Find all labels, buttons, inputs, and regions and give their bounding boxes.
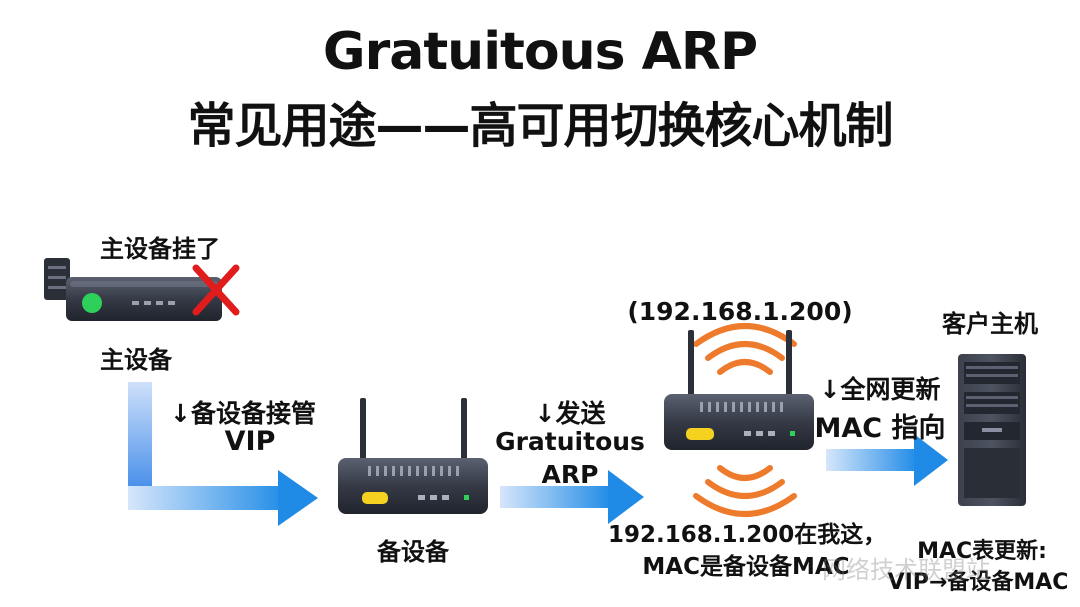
primary-device bbox=[44, 258, 222, 321]
send-step-line-3: ARP bbox=[541, 460, 599, 489]
green-led-icon bbox=[82, 293, 102, 313]
watermark: 网络技术联盟站 bbox=[822, 556, 990, 584]
takeover-step-line-2: VIP bbox=[224, 426, 276, 457]
broadcast-message-line-1: 192.168.1.200在我这， bbox=[608, 522, 887, 548]
send-step-line-1: ↓发送 bbox=[534, 399, 606, 428]
antenna-icon bbox=[786, 330, 792, 398]
takeover-arrow bbox=[128, 382, 318, 526]
broadcast-wave-icon bbox=[693, 323, 797, 517]
primary-status-label: 主设备挂了 bbox=[100, 235, 220, 263]
send-arrow bbox=[500, 470, 644, 524]
client-host-label: 客户主机 bbox=[942, 310, 1038, 338]
x-mark-icon bbox=[192, 264, 240, 316]
backup-router bbox=[338, 398, 488, 514]
broadcast-ip-label: (192.168.1.200) bbox=[627, 297, 853, 326]
antenna-icon bbox=[461, 398, 467, 460]
takeover-step-line-1: ↓备设备接管 bbox=[170, 399, 316, 428]
yellow-led-icon bbox=[362, 492, 388, 504]
client-tower-icon bbox=[958, 354, 1026, 506]
update-arrow bbox=[826, 434, 948, 486]
primary-device-label: 主设备 bbox=[100, 346, 172, 374]
backup-device-label: 备设备 bbox=[377, 538, 449, 566]
antenna-icon bbox=[360, 398, 366, 460]
broadcast-message-line-2: MAC是备设备MAC bbox=[642, 554, 850, 580]
broadcast-router bbox=[664, 323, 814, 517]
client-update-line-1: MAC表更新: bbox=[917, 539, 1047, 564]
title-line-2: 常见用途——高可用切换核心机制 bbox=[187, 98, 893, 154]
update-step-line-2: MAC 指向 bbox=[814, 413, 946, 444]
yellow-led-icon bbox=[686, 428, 714, 440]
title-line-1: Gratuitous ARP bbox=[322, 22, 758, 82]
client-update-line-2: VIP→备设备MAC bbox=[887, 570, 1069, 595]
update-step-line-1: ↓全网更新 bbox=[819, 375, 941, 404]
antenna-icon bbox=[688, 330, 694, 398]
send-step-line-2: Gratuitous bbox=[495, 427, 645, 456]
